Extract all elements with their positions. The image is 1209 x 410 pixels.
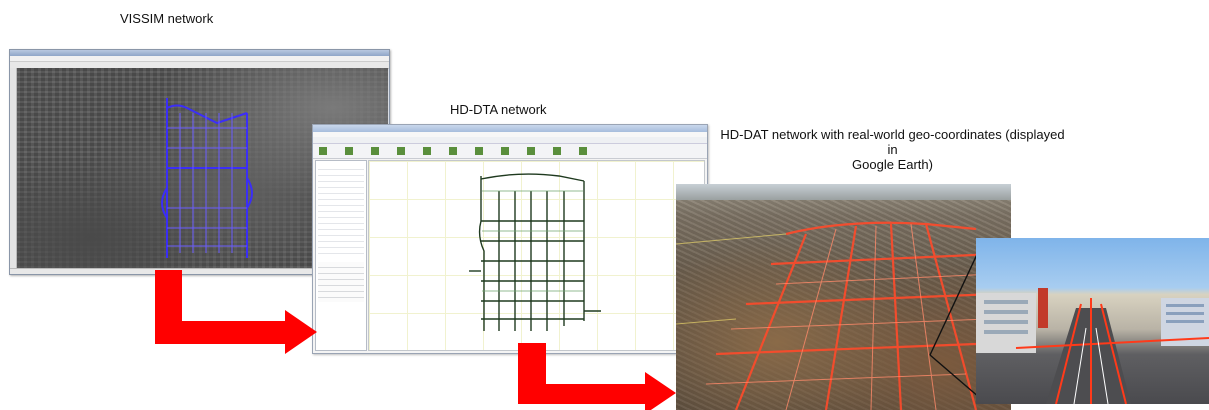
ribbon-icon [501,147,509,155]
street-level-photo [976,238,1209,404]
vissim-title-bar [10,50,389,56]
ribbon-icon [579,147,587,155]
earth-horizon [676,184,1011,200]
ribbon-icon [345,147,353,155]
arrow-vissim-to-hddta [155,270,317,354]
earth-network-links [676,221,997,410]
hddta-network-caption: HD-DTA network [450,102,547,117]
vissim-network-caption: VISSIM network [120,11,214,26]
street-photo-scene [976,288,1209,404]
layer-list [318,164,364,254]
hddat-caption-line2: Google Earth) [852,157,933,172]
hddta-menu-bar [313,132,707,137]
hddta-toolbar [313,137,707,144]
property-grid [318,262,364,302]
vissim-network-links [161,98,253,258]
ribbon-icon [319,147,327,155]
ribbon-icon [423,147,431,155]
hddta-ribbon [313,144,707,159]
ribbon-icon [475,147,483,155]
ribbon-icon [527,147,535,155]
hddta-layer-panel [315,160,367,351]
ribbon-icon [449,147,457,155]
vissim-side-toolbar [10,68,17,268]
hddta-title-bar [313,125,707,132]
ribbon-icon [397,147,405,155]
hddta-screenshot [312,124,708,354]
hddta-network-links [469,173,601,331]
hddta-network-canvas [368,160,705,351]
ribbon-icon [553,147,561,155]
vissim-menu-bar [10,56,389,62]
hddat-caption-line1: HD-DAT network with real-world geo-coord… [720,127,1065,157]
google-earth-view [676,184,1011,410]
ribbon-icon [371,147,379,155]
hddat-network-caption: HD-DAT network with real-world geo-coord… [720,127,1065,172]
